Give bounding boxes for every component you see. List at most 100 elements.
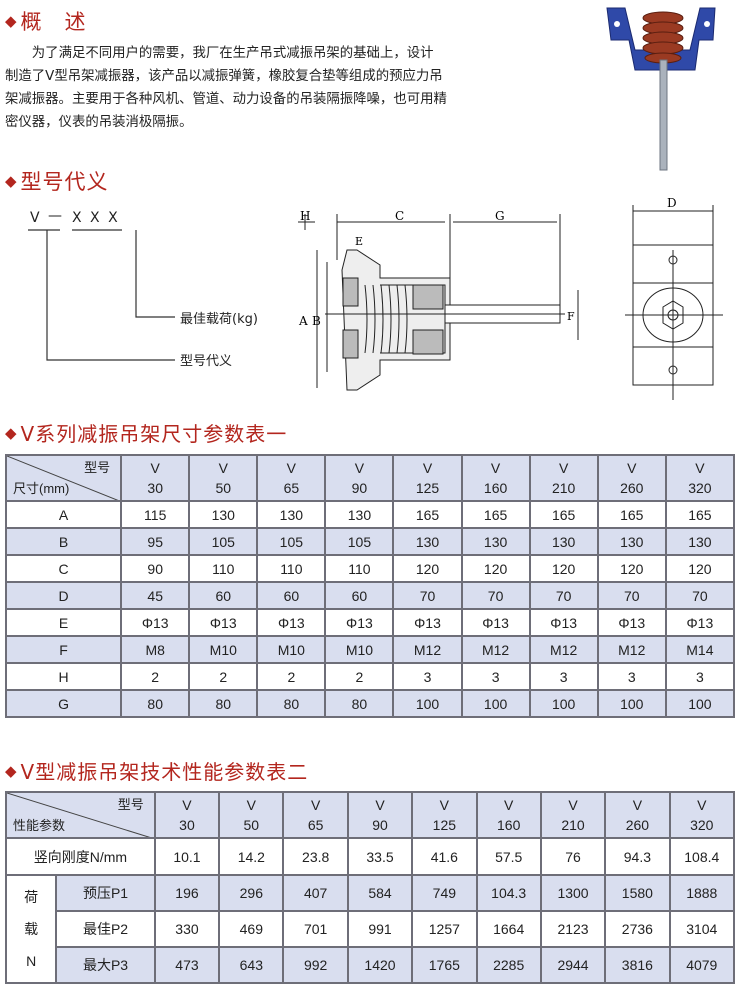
dim-label-f: F <box>567 310 575 323</box>
table-cell: 296 <box>218 874 285 912</box>
dim-label-a: A <box>298 314 308 328</box>
table-cell: M12 <box>596 635 667 664</box>
table-cell: 1300 <box>539 874 607 912</box>
row-label: H <box>4 662 123 691</box>
table-cell: 1664 <box>475 910 542 948</box>
table-cell: 60 <box>188 581 259 610</box>
table-cell: 3 <box>528 662 599 691</box>
table-cell: 407 <box>282 874 349 912</box>
row-label: D <box>4 581 123 610</box>
table-cell: 95 <box>120 527 191 556</box>
table-cell: 110 <box>256 554 327 583</box>
table-cell: 45 <box>120 581 191 610</box>
table-cell: 2123 <box>539 910 607 948</box>
table-cell: 2 <box>324 662 395 691</box>
code-prefix: V <box>30 210 40 226</box>
dim-label-g: G <box>495 209 505 223</box>
table-cell: 130 <box>460 527 531 556</box>
row-label: 预压P1 <box>55 874 156 912</box>
dim-label-c: C <box>395 209 404 223</box>
table-cell: 2 <box>188 662 259 691</box>
table-cell: 60 <box>256 581 327 610</box>
table-cell: 57.5 <box>475 837 542 876</box>
table-cell: 991 <box>346 910 414 948</box>
side-section-drawing: H C G E A B F <box>298 209 579 391</box>
table-cell: 10.1 <box>153 837 221 876</box>
code-suffix: X X X <box>72 210 120 226</box>
model-code-diagram: V — X X X 最佳载荷(kg) 型号代义 <box>0 200 260 375</box>
table-cell: Φ13 <box>664 608 736 637</box>
table-cell: 120 <box>596 554 667 583</box>
table-cell: 749 <box>411 874 478 912</box>
table-cell: 643 <box>218 946 285 984</box>
table-cell: Φ13 <box>596 608 667 637</box>
table-cell: 3816 <box>604 946 671 984</box>
dim-label-e: E <box>355 235 363 248</box>
table-cell: 110 <box>188 554 259 583</box>
table-cell: 330 <box>153 910 221 948</box>
row-label: A <box>4 500 123 529</box>
table-cell: M10 <box>188 635 259 664</box>
table-cell: M12 <box>528 635 599 664</box>
table-cell: 130 <box>528 527 599 556</box>
table-cell: 70 <box>664 581 736 610</box>
table-cell: 90 <box>120 554 191 583</box>
table-cell: 3 <box>460 662 531 691</box>
table-cell: M14 <box>664 635 736 664</box>
table-cell: Φ13 <box>460 608 531 637</box>
model-code-heading: ◆型号代义 <box>5 170 109 194</box>
table-cell: 2285 <box>475 946 542 984</box>
table-cell: 473 <box>153 946 221 984</box>
table-cell: Φ13 <box>528 608 599 637</box>
row-label: 最佳P2 <box>55 910 156 948</box>
dim-label-d: D <box>667 196 677 210</box>
table-cell: 120 <box>528 554 599 583</box>
table-cell: 23.8 <box>282 837 349 876</box>
table-cell: 70 <box>460 581 531 610</box>
table-cell: 1257 <box>411 910 478 948</box>
row-label: B <box>4 527 123 556</box>
table-cell: 2944 <box>539 946 607 984</box>
table-cell: M12 <box>460 635 531 664</box>
table-cell: 14.2 <box>218 837 285 876</box>
table-cell: 130 <box>596 527 667 556</box>
table-cell: 130 <box>664 527 736 556</box>
table-cell: Φ13 <box>188 608 259 637</box>
row-label: C <box>4 554 123 583</box>
row-label: F <box>4 635 123 664</box>
overview-paragraph: 为了满足不同用户的需要，我厂在生产吊式减振吊架的基础上，设计 制造了V型吊架减振… <box>5 46 447 130</box>
table-cell: 120 <box>392 554 463 583</box>
table-cell: M12 <box>392 635 463 664</box>
table-cell: 2 <box>120 662 191 691</box>
table-cell: 3104 <box>668 910 736 948</box>
table-cell: M10 <box>324 635 395 664</box>
corner-cell: 型号尺寸(mm) <box>4 454 123 502</box>
table-cell: 165 <box>392 500 463 529</box>
table-cell: 105 <box>324 527 395 556</box>
table-cell: 4079 <box>668 946 736 984</box>
table-cell: 165 <box>664 500 736 529</box>
corner-cell: 型号性能参数 <box>5 791 156 839</box>
table-cell: 80 <box>188 689 259 718</box>
table2-heading: ◆V型减振吊架技术性能参数表二 <box>5 760 309 784</box>
